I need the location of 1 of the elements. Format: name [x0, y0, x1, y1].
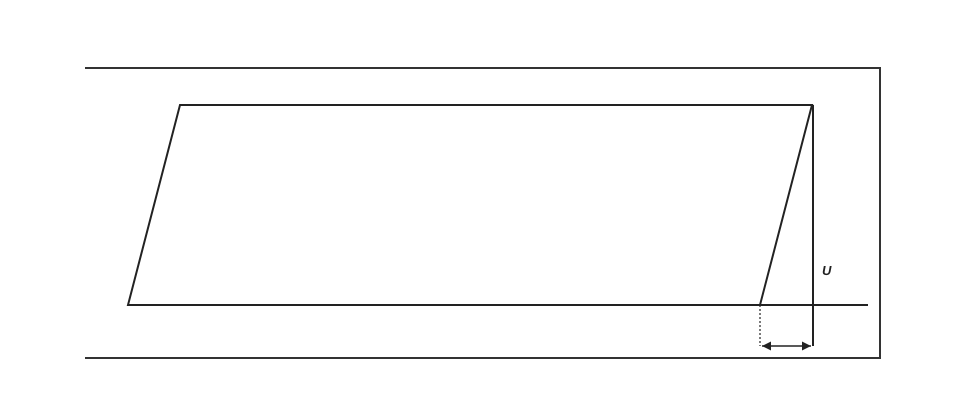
dimension-label: U [822, 264, 832, 278]
